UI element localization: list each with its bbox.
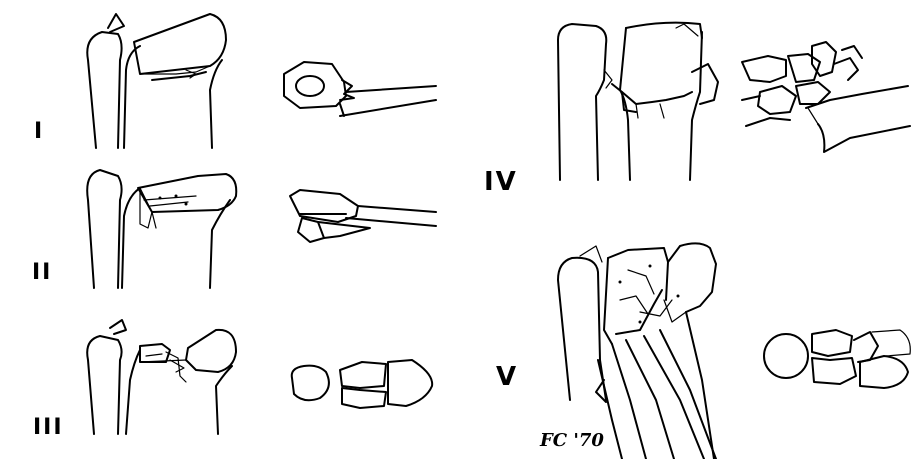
panel-label-type-2: II bbox=[32, 262, 52, 284]
panel-label-type-4: IV bbox=[484, 169, 518, 195]
type-5-ap-view bbox=[558, 243, 716, 459]
panel-label-type-5: V bbox=[496, 364, 518, 390]
panel-label-type-1: I bbox=[34, 121, 44, 143]
type-1-lateral-view bbox=[284, 62, 436, 116]
type-1-ap-view bbox=[87, 14, 226, 148]
type-4-lateral-view bbox=[742, 42, 910, 152]
type-3-lateral-view bbox=[292, 360, 432, 408]
type-2-ap-view bbox=[87, 170, 236, 288]
type-5-lateral-view bbox=[764, 330, 910, 388]
type-3-ap-view bbox=[87, 320, 236, 434]
type-2-lateral-view bbox=[290, 190, 436, 242]
type-4-ap-view bbox=[558, 23, 718, 180]
panel-label-type-3: III bbox=[33, 417, 64, 439]
artist-signature: FC '70 bbox=[540, 432, 604, 450]
